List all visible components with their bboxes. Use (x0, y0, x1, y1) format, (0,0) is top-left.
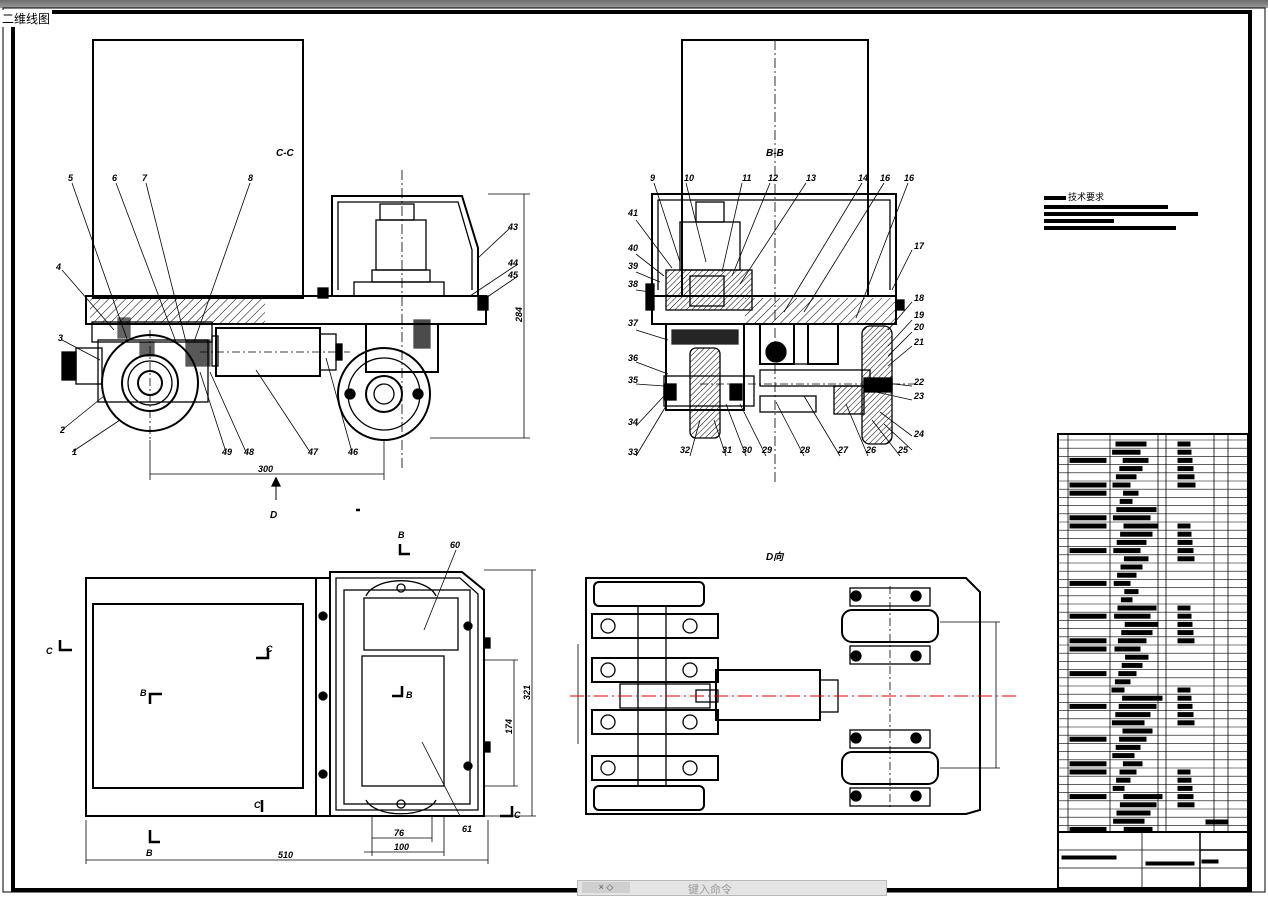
callout-41: 41 (627, 208, 638, 218)
callout-8: 8 (248, 173, 253, 183)
callout-46: 46 (347, 447, 359, 457)
section-mark-b: B (146, 848, 153, 858)
callout-36: 36 (628, 353, 639, 363)
d-arrow-label: D (270, 510, 277, 521)
callout-11: 11 (742, 173, 751, 183)
callout-24: 24 (913, 429, 924, 439)
callout-20: 20 (913, 322, 924, 332)
callout-33: 33 (628, 447, 638, 457)
command-line-placeholder: 键入命令 (688, 883, 732, 896)
cc-leaders (61, 182, 519, 453)
callout-6: 6 (112, 173, 118, 183)
callout-26: 26 (865, 445, 877, 455)
callout-1: 1 (72, 447, 77, 457)
callout-35: 35 (628, 375, 639, 385)
callout-9: 9 (650, 173, 655, 183)
section-letters: C B C B B C B C (46, 530, 521, 858)
section-mark-c: C (46, 646, 53, 656)
callout-21: 21 (913, 337, 924, 347)
section-marks (58, 508, 514, 844)
dim-300: 300 (258, 464, 273, 474)
tech-requirements-title: 技术要求 (1068, 191, 1104, 202)
callout-28: 28 (799, 445, 810, 455)
callout-23: 23 (913, 391, 924, 401)
callout-45: 45 (507, 270, 519, 280)
dim-284: 284 (514, 307, 524, 323)
section-mark-c: C (266, 644, 273, 654)
section-mark-c: C (254, 800, 261, 810)
callout-31: 31 (722, 445, 732, 455)
callout-19: 19 (914, 310, 924, 320)
callout-7: 7 (142, 173, 148, 183)
view-cc (61, 39, 530, 500)
dim-100: 100 (394, 842, 409, 852)
callout-44: 44 (507, 258, 518, 268)
callout-27: 27 (837, 445, 849, 455)
callout-5: 5 (68, 173, 74, 183)
view-plan (85, 549, 536, 864)
dim-321: 321 (522, 685, 532, 700)
callout-16: 16 (904, 173, 915, 183)
callout-39: 39 (628, 261, 638, 271)
drawing-tab-label[interactable]: 二维线图 (0, 10, 53, 27)
callout-47: 47 (307, 447, 319, 457)
view-bb (645, 39, 920, 482)
tech-requirements-text (1044, 196, 1198, 230)
callout-17: 17 (914, 241, 925, 251)
callout-18: 18 (914, 293, 924, 303)
callout-30: 30 (742, 445, 752, 455)
callout-48: 48 (243, 447, 254, 457)
callout-13: 13 (806, 173, 816, 183)
dim-174: 174 (504, 719, 514, 734)
callout-22: 22 (913, 377, 924, 387)
section-mark-c: C (514, 810, 521, 820)
command-line-close-button[interactable]: × ◇ (582, 882, 630, 893)
callout-3: 3 (58, 333, 63, 343)
section-mark-b: B (406, 690, 413, 700)
callout-34: 34 (628, 417, 638, 427)
callout-25: 25 (897, 445, 909, 455)
bolt-group (600, 618, 698, 776)
callout-49: 49 (221, 447, 232, 457)
callout-37: 37 (628, 318, 639, 328)
bb-view-title: B-B (766, 148, 784, 159)
dim-510: 510 (278, 850, 293, 860)
callout-10: 10 (684, 173, 694, 183)
section-mark-b: B (398, 530, 405, 540)
section-mark-b: B (140, 688, 147, 698)
callout-14: 14 (858, 173, 868, 183)
callout-12: 12 (768, 173, 778, 183)
callout-16: 16 (880, 173, 891, 183)
dim-76: 76 (394, 828, 405, 838)
callout-2: 2 (59, 425, 65, 435)
bb-leaders (635, 182, 913, 457)
cc-view-title: C-C (276, 148, 295, 159)
callout-4: 4 (55, 262, 61, 272)
callout-61: 61 (462, 824, 472, 834)
bom-table (1057, 433, 1249, 889)
view-d (577, 577, 1000, 815)
d-view-title: D向 (766, 551, 784, 563)
window-top-bar (0, 0, 1268, 8)
callout-38: 38 (628, 279, 638, 289)
bom-rows (1058, 439, 1248, 832)
callout-40: 40 (627, 243, 638, 253)
callout-29: 29 (761, 445, 772, 455)
callout-60: 60 (450, 540, 460, 550)
callout-43: 43 (507, 222, 518, 232)
callout-32: 32 (680, 445, 690, 455)
